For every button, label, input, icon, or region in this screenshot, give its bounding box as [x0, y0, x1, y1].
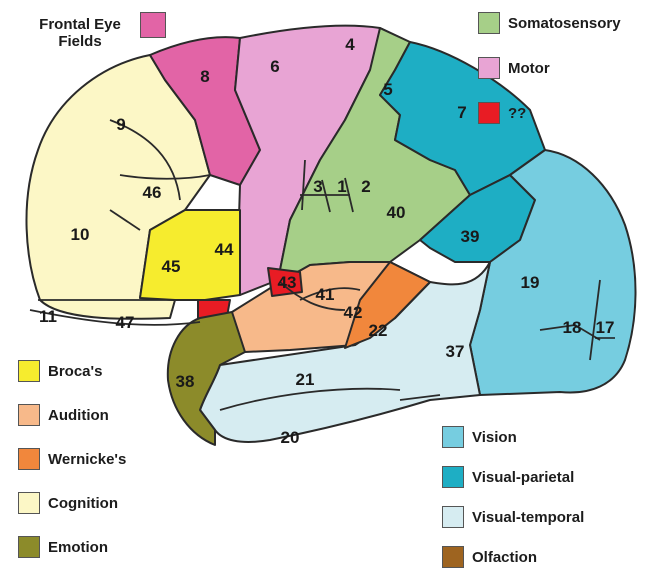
legend-swatch — [18, 448, 40, 470]
area-41: 41 — [316, 285, 335, 304]
area-3: 3 — [313, 177, 322, 196]
area-45: 45 — [162, 257, 181, 276]
area-47: 47 — [116, 313, 135, 332]
legend-swatch — [478, 57, 500, 79]
legend-swatch — [18, 536, 40, 558]
area-8: 8 — [200, 67, 209, 86]
area-37: 37 — [446, 342, 465, 361]
area-1: 1 — [337, 177, 346, 196]
legend-label: Emotion — [48, 539, 108, 556]
legend-label: Wernicke's — [48, 451, 126, 468]
legend-swatch — [18, 492, 40, 514]
area-39: 39 — [461, 227, 480, 246]
area-4: 4 — [345, 35, 355, 54]
legend-swatch — [442, 426, 464, 448]
area-2: 2 — [361, 177, 370, 196]
legend-label: Broca's — [48, 363, 102, 380]
legend-frontal-eye-fields-swatch — [140, 12, 166, 38]
legend-label: Olfaction — [472, 549, 537, 566]
legend-item-unknown: ?? — [478, 102, 526, 124]
legend-swatch — [442, 546, 464, 568]
legend-label: Somatosensory — [508, 15, 621, 32]
legend-label: Motor — [508, 60, 550, 77]
area-17: 17 — [596, 318, 615, 337]
legend-item-olfaction: Olfaction — [442, 546, 537, 568]
legend-item-somatosensory: Somatosensory — [478, 12, 621, 34]
legend-item-wernickes: Wernicke's — [18, 448, 126, 470]
legend-item-vision: Vision — [442, 426, 517, 448]
legend-swatch — [442, 466, 464, 488]
legend-item-audition: Audition — [18, 404, 109, 426]
area-11: 11 — [39, 307, 57, 326]
area-20: 20 — [281, 428, 300, 447]
legend-item-visual-temporal: Visual-temporal — [442, 506, 584, 528]
area-44: 44 — [215, 240, 234, 259]
legend-item-motor: Motor — [478, 57, 550, 79]
area-42: 42 — [344, 303, 363, 322]
area-40: 40 — [387, 203, 406, 222]
area-19: 19 — [521, 273, 540, 292]
legend-frontal-eye-fields-label: Frontal Eye Fields — [20, 16, 140, 50]
legend-swatch — [478, 102, 500, 124]
area-10: 10 — [71, 225, 90, 244]
area-5: 5 — [383, 80, 392, 99]
legend-swatch — [18, 404, 40, 426]
legend-label: Cognition — [48, 495, 118, 512]
area-38: 38 — [176, 372, 195, 391]
area-46: 46 — [143, 183, 162, 202]
legend-item-brocas: Broca's — [18, 360, 102, 382]
area-21: 21 — [296, 370, 315, 389]
legend-item-cognition: Cognition — [18, 492, 118, 514]
legend-label: ?? — [508, 105, 526, 122]
area-6: 6 — [270, 57, 279, 76]
legend-label: Visual-parietal — [472, 469, 574, 486]
legend-item-visual-parietal: Visual-parietal — [442, 466, 574, 488]
legend-label: Visual-temporal — [472, 509, 584, 526]
legend-label: Audition — [48, 407, 109, 424]
legend-swatch — [478, 12, 500, 34]
area-18: 18 — [563, 318, 582, 337]
legend-swatch — [442, 506, 464, 528]
legend-label: Vision — [472, 429, 517, 446]
legend-swatch — [18, 360, 40, 382]
area-43: 43 — [278, 273, 297, 292]
area-9: 9 — [116, 115, 125, 134]
area-7: 7 — [457, 103, 466, 122]
area-22: 22 — [369, 321, 388, 340]
legend-item-emotion: Emotion — [18, 536, 108, 558]
